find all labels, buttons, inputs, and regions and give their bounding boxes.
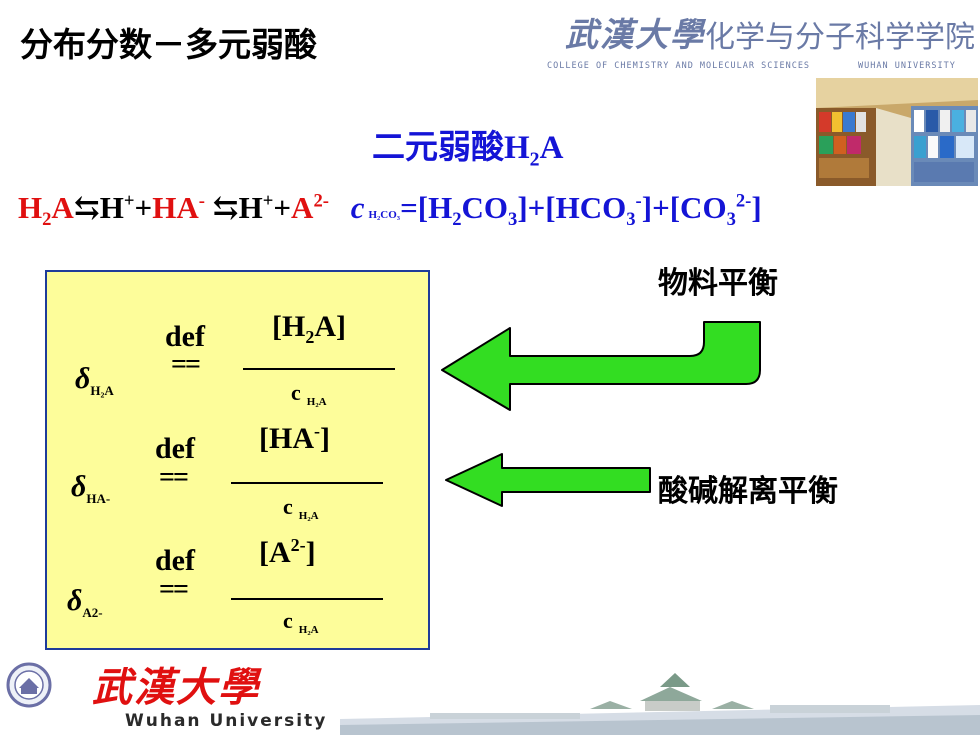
def-label: def bbox=[155, 432, 195, 465]
bent-left-arrow-icon bbox=[441, 321, 761, 411]
university-emblem-icon bbox=[6, 662, 52, 708]
species-a2: A2- bbox=[291, 190, 329, 225]
mass-balance-label: 物料平衡 bbox=[658, 266, 778, 301]
footer-university-calligraphy: 武漢大學 bbox=[92, 665, 260, 710]
university-logo-calligraphy: 武漢大學 bbox=[565, 18, 705, 54]
definition-equals: == bbox=[171, 349, 201, 380]
def-label: def bbox=[155, 544, 195, 577]
subtitle-formula: H2A bbox=[504, 130, 564, 171]
numerator: [A2-] bbox=[259, 535, 316, 569]
delta-symbol: δA2- bbox=[67, 584, 103, 620]
definition-equals: == bbox=[159, 462, 189, 493]
slide-title: 分布分数－多元弱酸 bbox=[20, 25, 317, 64]
species-ha: HA- bbox=[152, 190, 205, 225]
delta-symbol: δHA- bbox=[71, 470, 111, 506]
numerator: [H2A] bbox=[272, 310, 346, 347]
supermarket-photo bbox=[816, 78, 978, 186]
college-name: 化学与分子科学学院 bbox=[705, 21, 975, 54]
species-h2a: H2A bbox=[18, 190, 74, 231]
footer-university-english: Wuhan University bbox=[125, 711, 328, 731]
university-name-english: WUHAN UNIVERSITY bbox=[858, 61, 956, 71]
fraction-line bbox=[243, 368, 395, 370]
subtitle-text: 二元弱酸 bbox=[372, 127, 504, 166]
numerator: [HA-] bbox=[259, 421, 330, 455]
delta-symbol: δH₂A bbox=[75, 362, 114, 398]
def-label: def bbox=[165, 320, 205, 353]
university-building-illustration bbox=[340, 673, 980, 735]
subtitle: 二元弱酸H2A bbox=[372, 120, 564, 171]
college-name-english: COLLEGE OF CHEMISTRY AND MOLECULAR SCIEN… bbox=[547, 61, 811, 71]
equilibrium-arrow-icon: ⇆ bbox=[73, 190, 100, 225]
definition-equals: == bbox=[159, 574, 189, 605]
acid-base-equilibrium-label: 酸碱解离平衡 bbox=[658, 474, 838, 509]
equilibrium-arrow-icon: ⇆ bbox=[212, 190, 239, 225]
fraction-line bbox=[231, 598, 383, 600]
fraction-line bbox=[231, 482, 383, 484]
left-arrow-icon bbox=[445, 453, 651, 507]
